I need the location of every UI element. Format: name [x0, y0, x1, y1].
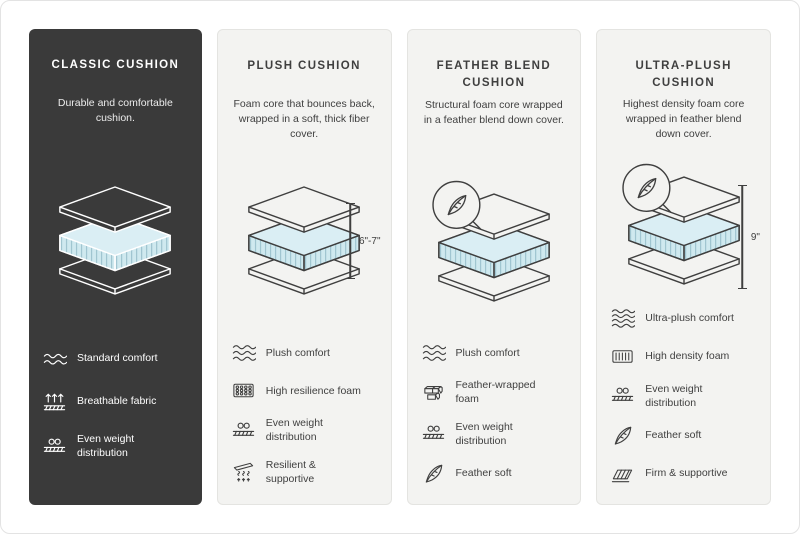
feature-list: Standard comfort Breathable fabric Even … — [42, 346, 189, 460]
card-title: CLASSIC CUSHION — [51, 59, 180, 71]
feature-label: Plush comfort — [265, 346, 330, 359]
even-weight-icon — [231, 418, 256, 443]
waves-comfort-icon — [421, 340, 446, 365]
feature-item: Breathable fabric — [42, 389, 189, 414]
feature-label: Ultra-plush comfort — [645, 312, 734, 325]
feather-wrapped-foam-icon — [421, 380, 446, 405]
resilience-foam-icon — [231, 378, 256, 403]
feature-label: Even weight distribution — [645, 382, 703, 409]
feather-icon — [421, 461, 446, 486]
card-description: Highest density foam core wrapped in fea… — [622, 98, 745, 141]
feature-item: Resilient & supportive — [231, 458, 378, 486]
feature-label: Plush comfort — [455, 346, 520, 359]
waves-comfort-icon — [231, 340, 256, 365]
feature-item: Firm & supportive — [610, 461, 757, 486]
feature-label: High resilience foam — [265, 384, 361, 397]
card-title: ULTRA-PLUSH CUSHION — [635, 60, 732, 89]
feature-item: Feather-wrapped foam — [421, 378, 568, 406]
card-title: PLUSH CUSHION — [247, 60, 361, 72]
measurement-label: 9" — [750, 231, 760, 243]
feature-label: Even weight distribution — [455, 420, 513, 447]
feature-item: Feather soft — [421, 461, 568, 486]
even-weight-icon — [421, 421, 446, 446]
measurement-line — [345, 203, 355, 279]
feather-icon — [610, 423, 635, 448]
feature-item: Even weight distribution — [421, 420, 568, 448]
cushion-diagram — [421, 158, 568, 324]
feature-item: Even weight distribution — [42, 432, 189, 460]
feature-label: Even weight distribution — [265, 417, 323, 444]
height-measurement: 6"-7" — [345, 203, 381, 279]
feature-list: Plush comfort Feather-wrapped foam Even … — [421, 340, 568, 486]
card-classic-cushion: CLASSIC CUSHION Durable and comfortable … — [29, 29, 202, 505]
feature-label: Standard comfort — [77, 352, 158, 365]
card-description: Foam core that bounces back, wrapped in … — [233, 98, 375, 141]
feature-item: Even weight distribution — [231, 416, 378, 444]
feature-label: Feather-wrapped foam — [455, 379, 536, 406]
card-feather-blend-cushion: FEATHER BLEND CUSHION Structural foam co… — [406, 29, 582, 505]
feature-label: Feather soft — [645, 429, 702, 442]
feature-list: Ultra-plush comfort High density foam Ev… — [610, 306, 757, 486]
waves-comfort-icon — [42, 346, 67, 371]
card-description: Durable and comfortable cushion. — [57, 97, 173, 125]
feature-item: Ultra-plush comfort — [610, 306, 757, 331]
feature-label: Firm & supportive — [645, 467, 728, 480]
feature-label: Resilient & supportive — [265, 458, 316, 485]
feature-label: Even weight distribution — [77, 433, 135, 460]
feature-label: High density foam — [645, 350, 730, 363]
feature-item: Feather soft — [610, 423, 757, 448]
card-description: Structural foam core wrapped in a feathe… — [423, 99, 564, 127]
cushion-diagram — [42, 156, 189, 324]
cushion-diagram: 6"-7" — [231, 157, 381, 324]
waves-comfort-icon — [610, 306, 635, 331]
feature-list: Plush comfort High resilience foam Even … — [231, 340, 378, 486]
feature-item: Even weight distribution — [610, 382, 757, 410]
feature-item: High density foam — [610, 344, 757, 369]
measurement-label: 6"-7" — [358, 235, 381, 247]
even-weight-icon — [42, 434, 67, 459]
measurement-line — [737, 185, 747, 289]
feature-item: Plush comfort — [421, 340, 568, 365]
card-ultra-plush-cushion: ULTRA-PLUSH CUSHION Highest density foam… — [596, 29, 771, 505]
height-measurement: 9" — [737, 185, 760, 289]
springs-icon — [231, 459, 256, 484]
cushion-diagram: 9" — [610, 157, 760, 290]
feature-item: Standard comfort — [42, 346, 189, 371]
feature-item: Plush comfort — [231, 340, 378, 365]
card-title: FEATHER BLEND CUSHION — [436, 60, 552, 89]
feature-label: Breathable fabric — [77, 395, 157, 408]
firm-supportive-icon — [610, 461, 635, 486]
layered-cushion-with-feather-illustration — [423, 179, 565, 303]
feature-label: Feather soft — [455, 467, 512, 480]
layered-cushion-illustration — [44, 182, 186, 299]
card-plush-cushion: PLUSH CUSHION Foam core that bounces bac… — [216, 29, 392, 505]
even-weight-icon — [610, 383, 635, 408]
layered-cushion-with-feather-illustration — [613, 162, 755, 286]
breathable-fabric-icon — [42, 389, 67, 414]
density-foam-icon — [610, 344, 635, 369]
feature-item: High resilience foam — [231, 378, 378, 403]
